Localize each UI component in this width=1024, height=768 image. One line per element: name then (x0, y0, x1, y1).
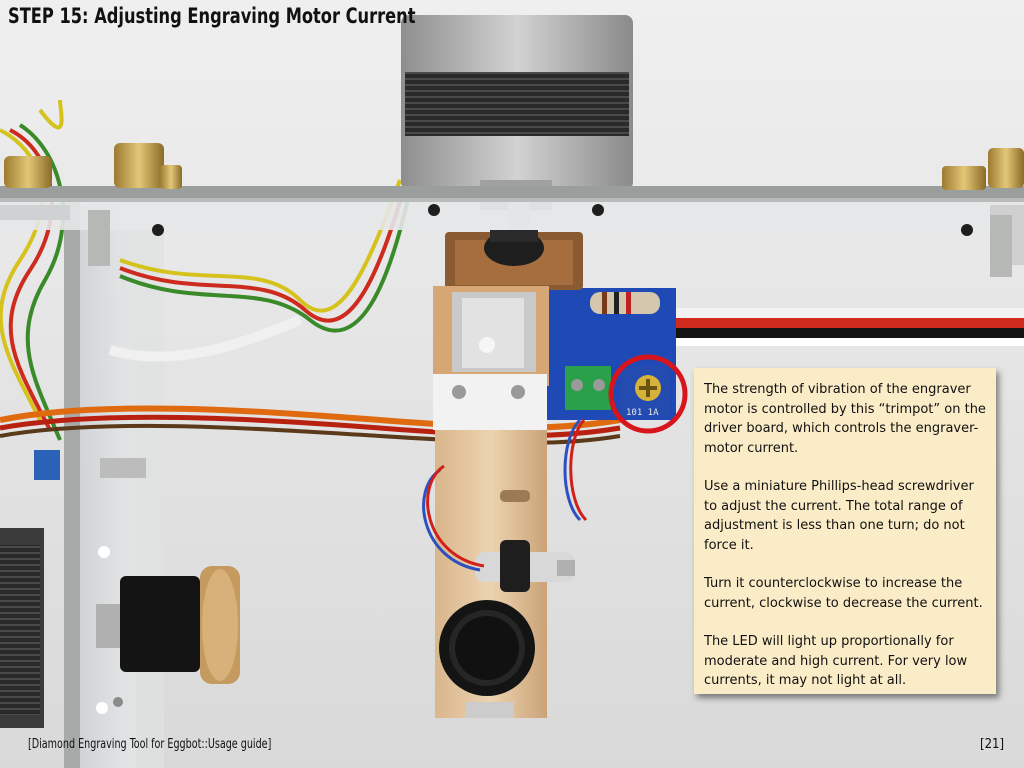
page-title: STEP 15: Adjusting Engraving Motor Curre… (8, 4, 416, 28)
guide-footer: [Diamond Engraving Tool for Eggbot::Usag… (28, 737, 272, 752)
callout-paragraph-2: Use a miniature Phillips-head screwdrive… (704, 479, 974, 553)
page-number: [21] (980, 737, 1005, 752)
trimpot-highlight-circle (608, 354, 688, 434)
callout-paragraph-3: Turn it counterclockwise to increase the… (704, 576, 983, 611)
instruction-callout: The strength of vibration of the engrave… (694, 368, 996, 694)
trimpot-label: 101 1A (626, 408, 659, 418)
callout-paragraph-4: The LED will light up proportionally for… (704, 634, 968, 688)
callout-paragraph-1: The strength of vibration of the engrave… (704, 382, 986, 456)
